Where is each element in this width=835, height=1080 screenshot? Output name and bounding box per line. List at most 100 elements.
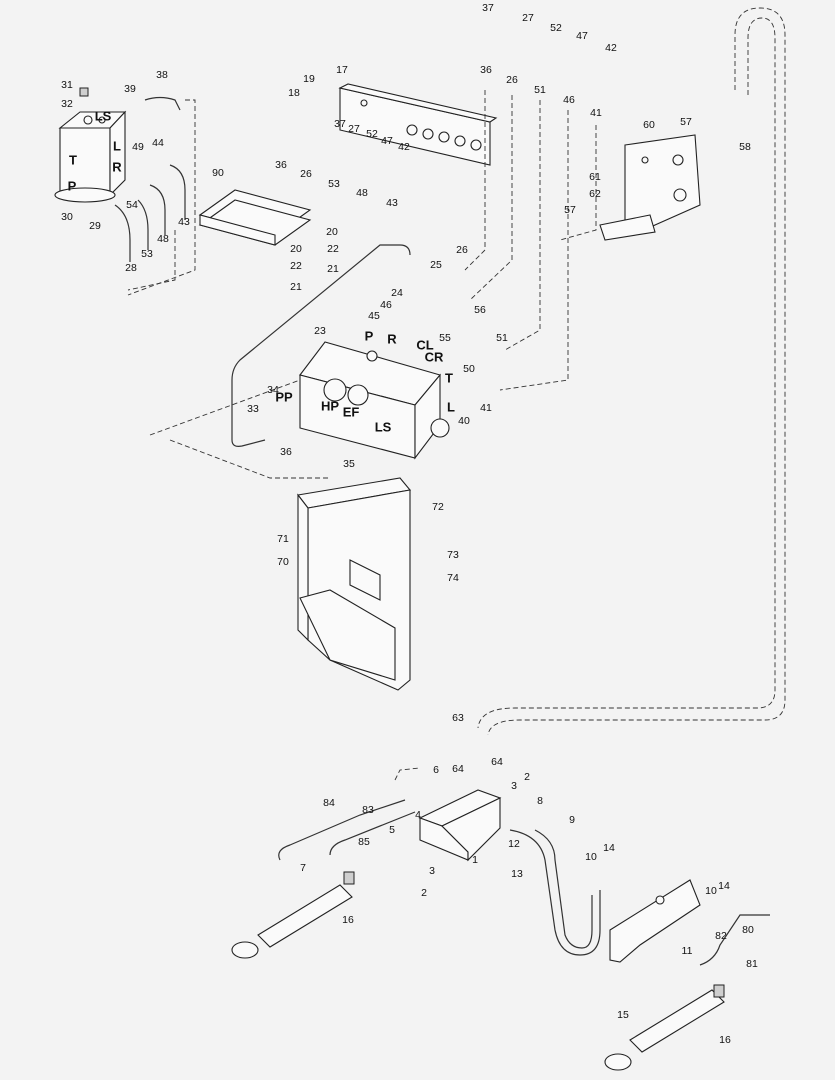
callout-c90: 90: [212, 167, 224, 179]
callout-c35: 35: [343, 458, 355, 470]
callout-c27b: 27: [348, 123, 360, 135]
callout-c13: 13: [511, 868, 523, 880]
callout-c26c: 26: [456, 244, 468, 256]
callout-c22b: 22: [290, 260, 302, 272]
callout-c26a: 26: [506, 74, 518, 86]
callout-c64b: 64: [452, 763, 464, 775]
callout-c71: 71: [277, 533, 289, 545]
callout-c20b: 20: [290, 243, 302, 255]
callout-c43b: 43: [178, 216, 190, 228]
callout-c61: 61: [589, 171, 601, 183]
callout-c36c: 36: [280, 446, 292, 458]
callout-c3a: 3: [511, 780, 517, 792]
callout-c22a: 22: [327, 243, 339, 255]
callout-c53a: 53: [328, 178, 340, 190]
callout-c36a: 36: [480, 64, 492, 76]
callout-c47b: 47: [381, 135, 393, 147]
callout-c1: 1: [472, 854, 478, 866]
callout-c14b: 14: [718, 880, 730, 892]
callout-c52b: 52: [366, 128, 378, 140]
callout-c8: 8: [537, 795, 543, 807]
callout-c29: 29: [89, 220, 101, 232]
port-label-pLS2: LS: [375, 419, 392, 434]
callout-c16a: 16: [342, 914, 354, 926]
steering-hoses: [114, 96, 196, 296]
callout-c64a: 64: [491, 756, 503, 768]
mounting-plate-72: [297, 477, 412, 691]
callout-c41a: 41: [590, 107, 602, 119]
callout-c73: 73: [447, 549, 459, 561]
callout-c26b: 26: [300, 168, 312, 180]
valve-tube: [231, 244, 411, 447]
port-label-pT1: T: [69, 152, 77, 167]
callout-c23: 23: [314, 325, 326, 337]
callout-c55: 55: [439, 332, 451, 344]
callout-c84: 84: [323, 797, 335, 809]
callout-c57b: 57: [564, 204, 576, 216]
callout-c5: 5: [389, 824, 395, 836]
callout-c48b: 48: [157, 233, 169, 245]
callout-c10a: 10: [585, 851, 597, 863]
port-label-pT2: T: [445, 370, 453, 385]
callout-c31: 31: [61, 79, 73, 91]
callout-c43a: 43: [386, 197, 398, 209]
valve-hose-routes: [149, 90, 597, 479]
callout-c46b: 46: [380, 299, 392, 311]
callout-c41b: 41: [480, 402, 492, 414]
callout-c46a: 46: [563, 94, 575, 106]
callout-c47a: 47: [576, 30, 588, 42]
callout-c44: 44: [152, 137, 164, 149]
port-label-pP1: P: [68, 178, 77, 193]
callout-c53b: 53: [141, 248, 153, 260]
callout-c19: 19: [303, 73, 315, 85]
callout-c18: 18: [288, 87, 300, 99]
port-label-pL2: L: [447, 399, 455, 414]
bracket-plate-17: [338, 83, 498, 166]
callout-c25: 25: [430, 259, 442, 271]
distribution-block: [418, 789, 502, 862]
callout-c28: 28: [125, 262, 137, 274]
callout-c49: 49: [132, 141, 144, 153]
callout-c10b: 10: [705, 885, 717, 897]
bracket-60: [599, 134, 701, 241]
callout-c4: 4: [415, 809, 421, 821]
port-label-pP2: P: [365, 328, 374, 343]
callout-c34: 34: [267, 384, 279, 396]
callout-c80: 80: [742, 924, 754, 936]
callout-c82: 82: [715, 930, 727, 942]
lower-hoses: [278, 767, 770, 966]
callout-c24: 24: [391, 287, 403, 299]
callout-c16b: 16: [719, 1034, 731, 1046]
callout-c11: 11: [682, 945, 693, 957]
callout-c36b: 36: [275, 159, 287, 171]
callout-c62: 62: [589, 188, 601, 200]
port-label-pCL: CL: [416, 337, 433, 352]
callout-c37b: 37: [334, 118, 346, 130]
callout-c83: 83: [362, 804, 374, 816]
callout-c58: 58: [739, 141, 751, 153]
callout-c9: 9: [569, 814, 575, 826]
callout-c2b: 2: [421, 887, 427, 899]
callout-c2a: 2: [524, 771, 530, 783]
callout-c56: 56: [474, 304, 486, 316]
callout-c51a: 51: [534, 84, 546, 96]
callout-c27a: 27: [522, 12, 534, 24]
callout-c54: 54: [126, 199, 138, 211]
callout-c15: 15: [617, 1009, 629, 1021]
callout-c21a: 21: [327, 263, 339, 275]
callout-c51b: 51: [496, 332, 508, 344]
port-label-pLS1: LS: [95, 108, 112, 123]
callout-c17: 17: [336, 64, 348, 76]
port-label-pR1: R: [112, 159, 122, 174]
callout-c14a: 14: [603, 842, 615, 854]
callout-c50: 50: [463, 363, 475, 375]
long-return-hose: [477, 7, 786, 736]
port-label-pL1: L: [113, 138, 121, 153]
steering-unit: [54, 87, 127, 203]
callout-c72: 72: [432, 501, 444, 513]
port-label-pPP: PP: [275, 389, 293, 404]
lower-bracket: [609, 879, 701, 963]
